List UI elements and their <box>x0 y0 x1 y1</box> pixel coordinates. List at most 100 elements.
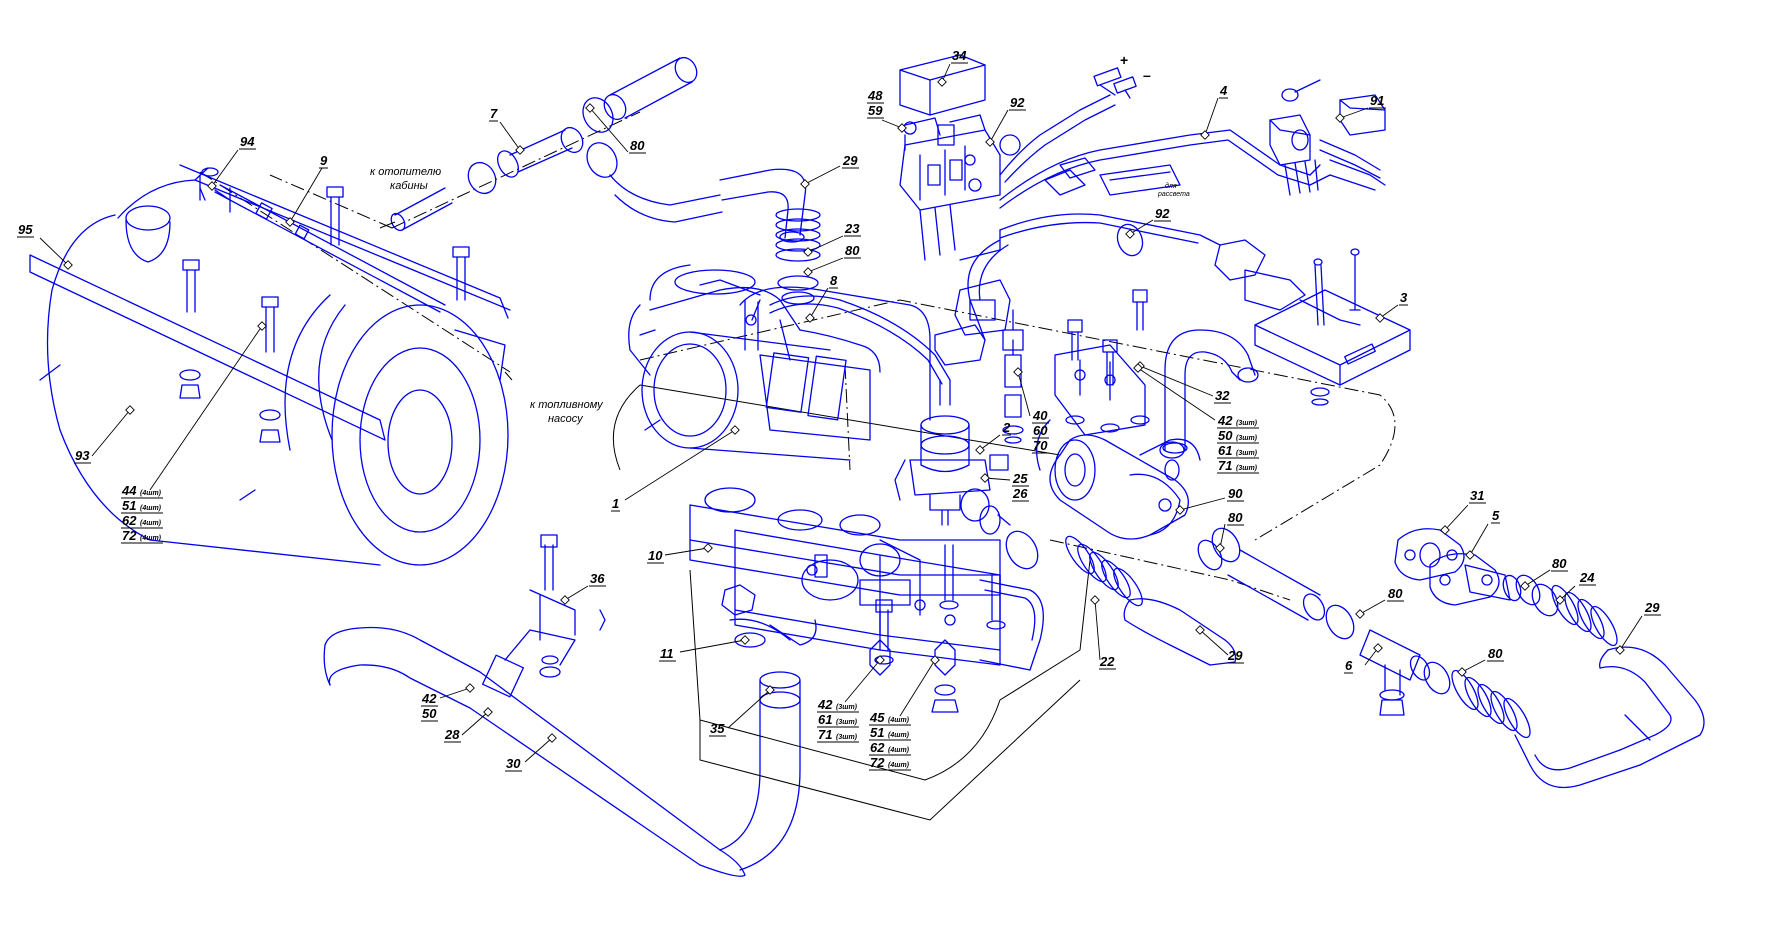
callout-number: 32 <box>1215 388 1230 403</box>
callout-number: 71 <box>818 727 832 742</box>
callout-marker <box>740 635 750 645</box>
callout-30: 30 <box>505 733 557 772</box>
battery-leads <box>999 67 1137 183</box>
callout-quantity: (4шт) <box>140 490 162 497</box>
callout-number: 80 <box>845 243 860 258</box>
callout-leader <box>809 287 829 319</box>
callout-45: 45(4шт)51(4шт)62(4шт)72(4шт) <box>869 655 940 771</box>
callout-number: 51 <box>870 725 884 740</box>
callout-marker <box>765 685 775 695</box>
callout-leader <box>899 659 936 717</box>
callout-quantity: (4шт) <box>140 535 162 542</box>
callout-number: 72 <box>870 755 885 770</box>
callout-number: 29 <box>1644 600 1660 615</box>
callout-marker <box>1520 581 1530 591</box>
callout-leader <box>1619 615 1643 651</box>
callout-marker <box>803 267 813 277</box>
callout-number: 25 <box>1012 471 1028 486</box>
callout-marker <box>930 655 940 665</box>
callout-6: 6 <box>1344 643 1383 674</box>
callout-94: 94 <box>207 134 256 191</box>
callout-number: 26 <box>1012 486 1028 501</box>
callout-number: 3 <box>1400 290 1408 305</box>
relay-block <box>899 121 1001 261</box>
callout-number: 24 <box>1579 570 1595 585</box>
callout-leader <box>589 107 629 153</box>
callout-number: 42 <box>1217 413 1233 428</box>
minus-terminal-symbol: – <box>1143 67 1151 83</box>
callout-quantity: (3шт) <box>1236 435 1258 442</box>
callout-marker <box>1200 130 1210 140</box>
callout-number: 62 <box>122 513 137 528</box>
callout-number: 7 <box>490 106 498 121</box>
bolts-bottom <box>721 544 1006 713</box>
callout-quantity: (4шт) <box>888 732 910 739</box>
callout-number: 42 <box>817 697 833 712</box>
cabin-heater-hoses <box>390 56 807 243</box>
callout-marker <box>875 655 885 665</box>
callout-80d: 80 <box>1520 556 1568 591</box>
callout-marker <box>975 445 985 455</box>
callout-leader <box>807 257 844 273</box>
muffler-93 <box>29 164 511 566</box>
callout-leader <box>664 547 709 556</box>
callout-number: 5 <box>1492 508 1500 523</box>
callout-29a: 29 <box>800 153 859 189</box>
callout-number: 36 <box>590 571 605 586</box>
callout-9: 9 <box>285 153 328 227</box>
callout-marker <box>1195 625 1205 635</box>
callout-number: 80 <box>1552 556 1567 571</box>
callout-1: 1 <box>611 425 740 512</box>
heater-unit-1 <box>628 264 931 461</box>
spring-lower-right <box>1451 669 1531 739</box>
callout-number: 11 <box>660 646 674 661</box>
coolant-hose-upper-right <box>1162 329 1259 454</box>
callout-quantity: (4шт) <box>888 747 910 754</box>
callout-number: 72 <box>122 528 137 543</box>
callout-number: 29 <box>842 153 858 168</box>
hose-29-right <box>1514 646 1705 789</box>
callout-35: 35 <box>709 685 775 737</box>
callout-92a: 92 <box>985 95 1026 147</box>
wiring-harness-4 <box>959 129 1361 326</box>
plus-terminal-symbol: + <box>1120 52 1128 68</box>
callout-93: 93 <box>74 405 135 464</box>
callout-marker <box>1090 595 1100 605</box>
annotation-diagnostics: для рассвета <box>1157 182 1190 198</box>
callout-number: 34 <box>952 48 967 63</box>
callout-number: 51 <box>122 498 136 513</box>
callout-leader <box>1137 367 1216 421</box>
dosing-pump-2 <box>894 379 1009 526</box>
callout-marker <box>1215 543 1225 553</box>
callout-leader <box>624 429 736 501</box>
callout-marker <box>1555 595 1565 605</box>
callout-95: 95 <box>17 222 73 270</box>
callout-leader <box>1139 365 1214 397</box>
callout-marker <box>465 683 475 693</box>
callout-number: 59 <box>868 103 883 118</box>
callout-80b: 80 <box>803 243 861 277</box>
callout-marker <box>560 595 570 605</box>
callout-quantity: (3шт) <box>836 719 858 726</box>
callout-marker <box>1375 313 1385 323</box>
callout-leader <box>1364 647 1379 666</box>
callout-number: 4 <box>1219 83 1228 98</box>
callout-leader <box>39 237 69 266</box>
callout-marker <box>1013 367 1023 377</box>
water-pump-90 <box>1036 419 1201 540</box>
callout-leader <box>91 409 131 457</box>
exhaust-pipe-30 <box>323 534 746 877</box>
callout-leader <box>804 165 841 185</box>
callout-marker <box>257 321 267 331</box>
callout-marker <box>1440 525 1450 535</box>
callout-number: 2 <box>1002 420 1011 435</box>
callout-marker <box>1373 643 1383 653</box>
callout-marker <box>63 260 73 270</box>
callout-number: 8 <box>830 273 838 288</box>
wires-to-unit <box>934 239 1011 366</box>
callout-leader <box>1129 219 1154 235</box>
callout-number: 80 <box>1388 586 1403 601</box>
